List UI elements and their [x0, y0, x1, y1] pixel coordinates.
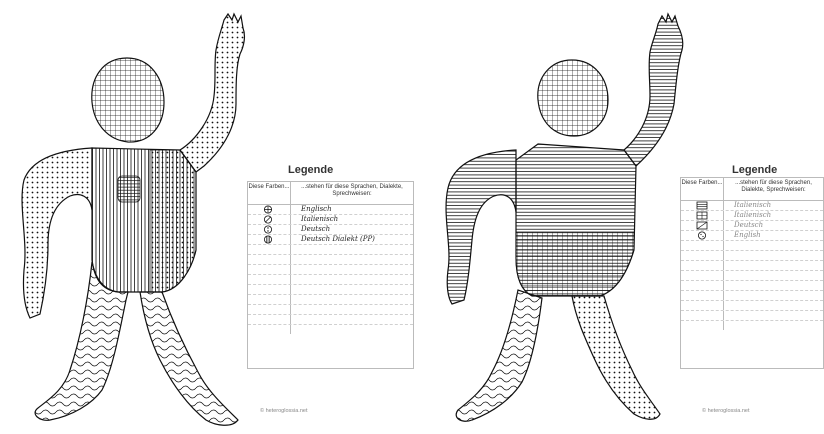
legend-row	[681, 301, 823, 311]
legend-row	[681, 281, 823, 291]
legend-col-languages-header: ...stehen für diese Sprachen, Dialekte, …	[724, 178, 823, 200]
legend-row: Deutsch	[681, 221, 823, 231]
legend-col-colors-header: Diese Farben...	[248, 182, 291, 204]
left-arm	[22, 148, 92, 318]
legend-row	[248, 295, 413, 305]
legend-row: Englisch	[248, 205, 413, 215]
hips	[516, 232, 634, 296]
pattern-swatch-icon	[248, 205, 291, 214]
left-arm	[446, 150, 516, 304]
pattern-swatch-icon	[248, 235, 291, 244]
pattern-swatch-icon	[248, 225, 291, 234]
left-leg	[456, 290, 542, 421]
raised-arm	[624, 14, 683, 166]
legend-row	[248, 265, 413, 275]
copyright-text: © heteroglossia.net	[702, 408, 749, 414]
legend-row	[681, 261, 823, 271]
legend-language-entry: English	[724, 231, 823, 240]
legend-language-entry: Deutsch	[291, 225, 413, 234]
pattern-swatch-icon	[681, 231, 724, 240]
raised-arm	[180, 14, 244, 172]
heart-patch	[118, 176, 140, 202]
legend-table: Diese Farben... ...stehen für diese Spra…	[680, 177, 824, 369]
legend-col-colors-header: Diese Farben...	[681, 178, 724, 200]
legend-row: Deutsch Dialekt (PP)	[248, 235, 413, 245]
legend-language-entry: Italienisch	[724, 211, 823, 220]
legend-language-entry: Deutsch Dialekt (PP)	[291, 235, 413, 244]
legend-language-entry: Deutsch	[724, 221, 823, 230]
legend-language-entry: Italienisch	[724, 201, 823, 210]
legend-header-row: Diese Farben... ...stehen für diese Spra…	[681, 178, 823, 201]
legend-row	[681, 251, 823, 261]
legend-title: Legende	[288, 164, 333, 176]
pattern-swatch-icon	[681, 201, 724, 210]
legend-col-languages-header: ...stehen für diese Sprachen, Dialekte, …	[291, 182, 413, 204]
pattern-swatch-icon	[681, 221, 724, 230]
right-leg	[140, 292, 238, 425]
left-language-portrait: Legende Diese Farben... ...stehen für di…	[0, 0, 412, 434]
torso-side	[150, 150, 196, 292]
legend-row	[248, 305, 413, 315]
legend-row	[248, 245, 413, 255]
pattern-swatch-icon	[681, 211, 724, 220]
pattern-swatch-icon	[248, 215, 291, 224]
legend-table: Diese Farben... ...stehen für diese Spra…	[247, 181, 414, 369]
copyright-text: © heteroglossia.net	[260, 408, 307, 414]
legend-row	[681, 271, 823, 281]
legend-row: Deutsch	[248, 225, 413, 235]
legend-row	[681, 321, 823, 330]
right-leg	[572, 296, 660, 419]
legend-row	[248, 285, 413, 295]
head	[538, 60, 608, 136]
legend-row	[248, 275, 413, 285]
legend-row	[248, 315, 413, 325]
right-language-portrait: Legende Diese Farben... ...stehen für di…	[412, 0, 824, 434]
head	[92, 58, 164, 142]
legend-row	[681, 311, 823, 321]
legend-header-row: Diese Farben... ...stehen für diese Spra…	[248, 182, 413, 205]
legend-row: Italienisch	[681, 201, 823, 211]
legend-row	[248, 325, 413, 334]
legend-language-entry: Italienisch	[291, 215, 413, 224]
legend-row: Italienisch	[248, 215, 413, 225]
legend-row: English	[681, 231, 823, 241]
legend-row	[248, 255, 413, 265]
legend-language-entry: Englisch	[291, 205, 413, 214]
legend-row	[681, 291, 823, 301]
legend-title: Legende	[732, 164, 777, 176]
legend-row: Italienisch	[681, 211, 823, 221]
legend-row	[681, 241, 823, 251]
